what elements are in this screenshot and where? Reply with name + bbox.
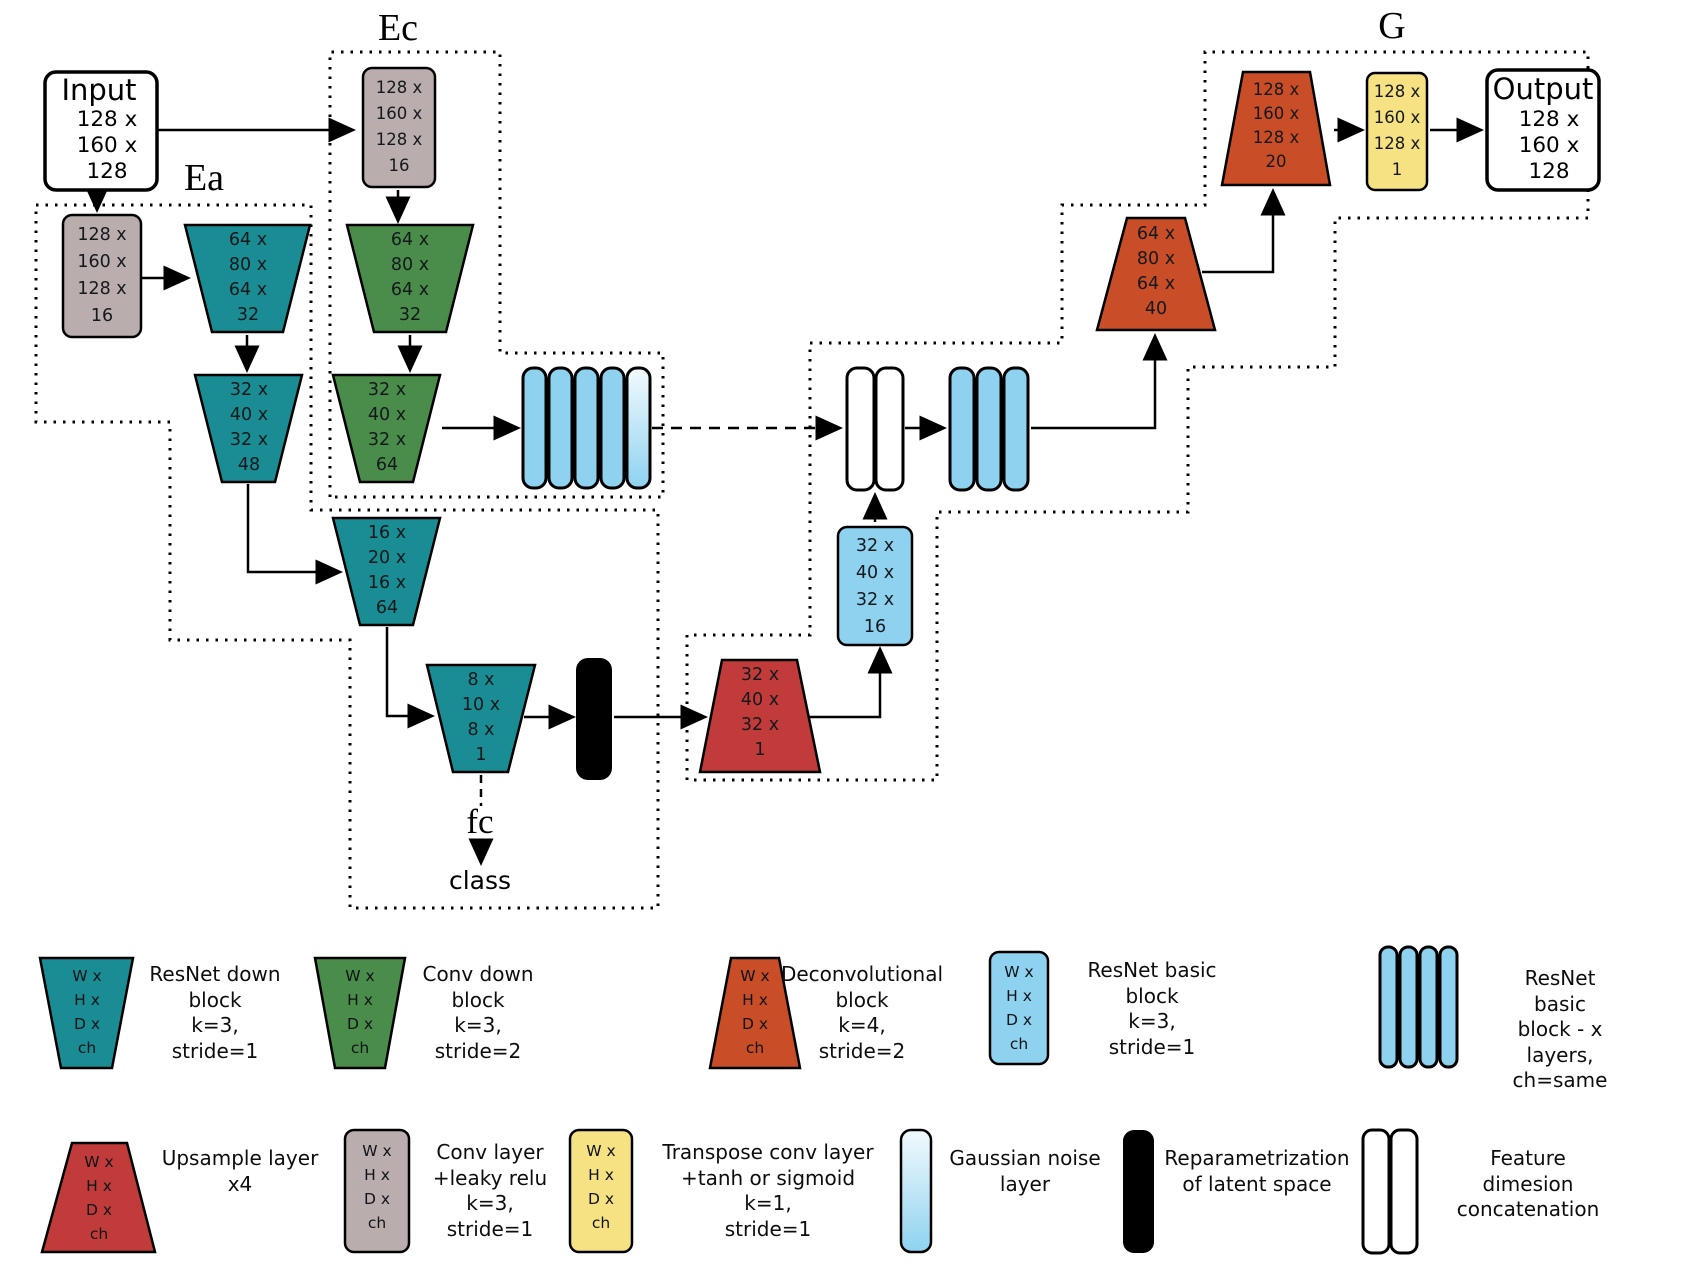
legend-deconv-dims: W x H x D x ch — [740, 967, 770, 1057]
legend-upsample-shape — [40, 1141, 157, 1254]
ec-conv2-dims: 32 x 40 x 32 x 64 — [367, 380, 407, 475]
deconv-mid-dims: 64 x 80 x 64 x 40 — [1136, 224, 1176, 319]
ea-down3-dims: 16 x 20 x 16 x 64 — [367, 523, 407, 618]
legend-conv-layer-label: Conv layer +leaky relu k=3, stride=1 — [432, 1140, 548, 1241]
conv-down-block-1 — [345, 223, 475, 334]
resnet-down-block-4 — [425, 663, 537, 774]
upsample-layer-block — [698, 658, 822, 774]
arrow-down2-to-down3 — [246, 484, 343, 585]
ea-down1-dims: 64 x 80 x 64 x 32 — [228, 230, 268, 325]
legend-resnet-down-shape — [38, 956, 135, 1070]
legend-resnet-basic-shape — [988, 950, 1050, 1066]
legend-concat-shape — [1361, 1128, 1419, 1255]
label-g: G — [1378, 5, 1406, 47]
output-dims: 128 x 160 x 128 — [1518, 107, 1580, 184]
arrow-deconvmid-to-deconvbig — [1202, 188, 1286, 274]
deconvolutional-block-mid — [1095, 216, 1217, 332]
label-fc: fc — [466, 802, 494, 841]
legend-resnet-stack-shape — [1378, 945, 1459, 1069]
legend-resnet-down-label: ResNet down block k=3, stride=1 — [149, 962, 281, 1063]
legend-transpose-label: Transpose conv layer +tanh or sigmoid k=… — [662, 1140, 874, 1241]
output-title: Output — [1492, 72, 1594, 106]
arrow-stack3-to-deconvmid — [1031, 333, 1168, 430]
resnet-down-block-3 — [331, 516, 442, 627]
legend-resnet-stack-label: ResNet basic block - x layers, ch=same — [1512, 966, 1608, 1092]
resnet-stack-decoder — [948, 366, 1030, 492]
gaussian-noise-bar-ec — [625, 366, 652, 490]
noise-box-dims: 32 x 40 x 32 x 16 — [855, 536, 895, 637]
resnet-stack-ec — [521, 366, 652, 490]
ec-conv-layer-box — [361, 66, 437, 189]
ea-gray-dims: 128 x 160 x 128 x 16 — [77, 225, 127, 326]
resnet-down-block-2 — [193, 373, 304, 484]
region-generator-outline — [685, 50, 1590, 782]
upsample-dims: 32 x 40 x 32 x 1 — [740, 665, 780, 760]
resnet-basic-block-box — [836, 525, 914, 647]
legend-deconv-label: Deconvolutional block k=4, stride=2 — [780, 962, 944, 1063]
arrow-deconv-to-noisebox — [809, 646, 893, 719]
ec-conv1-dims: 64 x 80 x 64 x 32 — [390, 230, 430, 325]
legend-deconv-shape — [708, 956, 802, 1070]
ea-down4-dims: 8 x 10 x 8 x 1 — [461, 670, 501, 765]
label-ec: Ec — [377, 7, 419, 49]
input-box — [43, 70, 159, 192]
legend-conv-down-shape — [313, 956, 407, 1070]
arrow-down3-to-down4 — [385, 627, 435, 729]
transpose-dims: 128 x 160 x 128 x 1 — [1373, 82, 1421, 179]
legend-conv-down-label: Conv down block k=3, stride=2 — [422, 962, 534, 1063]
output-box — [1485, 68, 1601, 192]
legend-gaussian-noise-shape — [899, 1128, 933, 1254]
legend-resnet-basic-label: ResNet basic block k=3, stride=1 — [1087, 958, 1217, 1059]
legend-upsample-dims: W x H x D x ch — [84, 1153, 114, 1243]
legend-upsample-label: Upsample layer x4 — [161, 1146, 319, 1196]
reparametrization-bar — [576, 658, 612, 780]
legend-transpose-shape — [568, 1128, 634, 1254]
conv-down-block-2 — [331, 373, 442, 484]
label-ea: Ea — [183, 157, 225, 199]
ec-gray-dims: 128 x 160 x 128 x 16 — [375, 78, 423, 175]
deconv-big-dims: 128 x 160 x 128 x 20 — [1252, 80, 1300, 171]
legend-reparam-shape — [1123, 1130, 1154, 1253]
input-title: Input — [61, 73, 137, 107]
legend-reparam-label: Reparametrization of latent space — [1164, 1146, 1350, 1196]
legend-concat-label: Feature dimesion concatenation — [1456, 1146, 1600, 1221]
legend-resnet-down-dims: W x H x D x ch — [72, 967, 102, 1057]
transpose-conv-box — [1365, 71, 1429, 192]
legend-gaussian-label: Gaussian noise layer — [949, 1146, 1101, 1196]
label-class: class — [448, 866, 512, 895]
resnet-down-block-1 — [183, 223, 312, 334]
deconvolutional-block-big — [1220, 70, 1332, 187]
feature-concat-bars — [845, 366, 905, 492]
legend-transpose-dims: W x H x D x ch — [586, 1142, 616, 1232]
legend-conv-layer-dims: W x H x D x ch — [362, 1142, 392, 1232]
ea-down2-dims: 32 x 40 x 32 x 48 — [229, 380, 269, 475]
ea-conv-layer-box — [61, 213, 143, 339]
legend-resnet-basic-dims: W x H x D x ch — [1004, 963, 1034, 1053]
legend-conv-down-dims: W x H x D x ch — [345, 967, 375, 1057]
legend-conv-layer-shape — [343, 1128, 411, 1254]
input-dims: 128 x 160 x 128 — [76, 107, 138, 184]
